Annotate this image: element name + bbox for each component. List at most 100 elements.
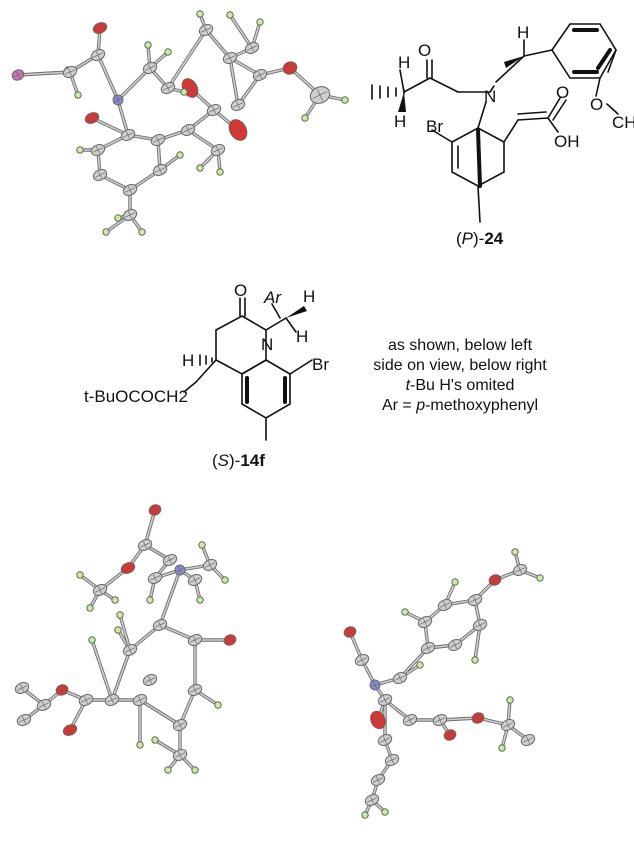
- atom-h: [146, 596, 154, 604]
- atom-h: [256, 18, 264, 26]
- principal-axis: [425, 644, 431, 652]
- ortep-structure-top: [11, 10, 349, 236]
- note-line-2: side on view, below right: [373, 357, 547, 374]
- atom-h: [506, 696, 514, 704]
- principal-axis: [97, 586, 103, 594]
- atom-br: Br: [312, 355, 329, 374]
- principal-axis: [235, 101, 241, 109]
- bond-highlight: [91, 117, 129, 136]
- atom-o: O: [234, 281, 247, 300]
- atom-h: [114, 626, 122, 634]
- bond-highlight: [117, 67, 151, 101]
- principal-axis: [67, 726, 73, 734]
- atom-h: [196, 10, 204, 18]
- bond-highlight: [229, 57, 239, 106]
- principal-axis: [15, 71, 21, 79]
- principal-axis: [316, 89, 324, 101]
- principal-axis: [127, 211, 133, 219]
- principal-axis: [257, 71, 263, 79]
- label-s14f: (S)-14f: [212, 451, 265, 470]
- atom-h: [151, 736, 159, 744]
- atom-h2: H: [296, 327, 308, 346]
- principal-axis: [192, 576, 198, 584]
- principal-axis: [83, 696, 89, 704]
- principal-axis: [492, 576, 498, 584]
- principal-axis: [97, 171, 103, 179]
- atom-h-top: H: [398, 53, 410, 72]
- atom-h1: H: [303, 287, 315, 306]
- principal-axis: [227, 54, 233, 62]
- atom-h: [136, 741, 144, 749]
- note-line-4: Ar = p-methoxyphenyl: [382, 397, 538, 414]
- atom-h-benzyl: H: [517, 23, 529, 42]
- principal-axis: [287, 63, 293, 73]
- principal-axis: [152, 506, 158, 514]
- principal-axis: [452, 641, 458, 649]
- bond-highlight: [117, 99, 129, 136]
- atom-h: [451, 578, 459, 586]
- principal-axis: [375, 776, 381, 784]
- atom-h: [301, 114, 309, 122]
- principal-axis: [211, 106, 217, 114]
- principal-axis: [215, 146, 221, 154]
- bond-highlight: [111, 649, 131, 701]
- principal-axis: [442, 601, 448, 609]
- principal-axis: [157, 621, 163, 629]
- principal-axis: [227, 636, 233, 644]
- bond-highlight: [229, 14, 253, 49]
- atom-h: [74, 91, 82, 99]
- atom-h: [536, 574, 544, 582]
- atom-h: [164, 766, 172, 774]
- atom-h: [198, 541, 206, 549]
- principal-axis: [477, 621, 483, 629]
- bond-highlight: [17, 71, 71, 76]
- atom-h: [196, 164, 204, 172]
- atom-h: [76, 146, 84, 154]
- atom-h: [88, 636, 96, 644]
- principal-axis: [192, 686, 198, 694]
- bond-highlight: [205, 29, 231, 59]
- atom-h: [216, 168, 224, 176]
- principal-axis: [525, 736, 531, 744]
- principal-axis: [142, 541, 148, 549]
- atom-ar: Ar: [263, 288, 282, 307]
- principal-axis: [19, 684, 25, 692]
- principal-axis: [422, 618, 428, 626]
- principal-axis: [232, 126, 244, 134]
- atom-h: [164, 48, 172, 56]
- bond-highlight: [119, 614, 131, 651]
- atom-h: [138, 228, 146, 236]
- principal-axis: [389, 756, 395, 764]
- bond-highlight: [91, 639, 113, 701]
- principal-axis: [21, 716, 27, 724]
- principal-axis: [167, 556, 173, 564]
- atom-h: [180, 88, 188, 96]
- principal-axis: [115, 96, 121, 104]
- structure-s14f: O Ar N H H H Br t-BuOCOCH2 (S)-14f: [84, 281, 329, 470]
- atom-o-acid: O: [556, 83, 569, 102]
- ortep-structure-bottom-right: [343, 548, 544, 819]
- principal-axis: [152, 574, 158, 582]
- principal-axis: [147, 64, 153, 72]
- atom-h: [471, 656, 479, 664]
- principal-axis: [67, 68, 73, 76]
- principal-axis: [95, 51, 101, 59]
- atom-h: [226, 11, 234, 19]
- atom-o-carbonyl: O: [418, 41, 431, 60]
- atom-o-methoxy: O: [590, 95, 603, 114]
- principal-axis: [177, 566, 183, 574]
- bond-highlight: [97, 54, 119, 101]
- atom-br: Br: [426, 117, 443, 136]
- principal-axis: [517, 566, 523, 574]
- atom-n: N: [261, 335, 273, 354]
- atom-h: [114, 214, 122, 222]
- principal-axis: [475, 714, 481, 722]
- figure-notes: as shown, below left side on view, below…: [373, 337, 547, 414]
- atom-h: [191, 766, 199, 774]
- principal-axis: [59, 686, 65, 694]
- principal-axis: [192, 636, 198, 644]
- principal-axis: [89, 114, 95, 122]
- principal-axis: [97, 24, 103, 32]
- atom-oh: OH: [554, 132, 580, 151]
